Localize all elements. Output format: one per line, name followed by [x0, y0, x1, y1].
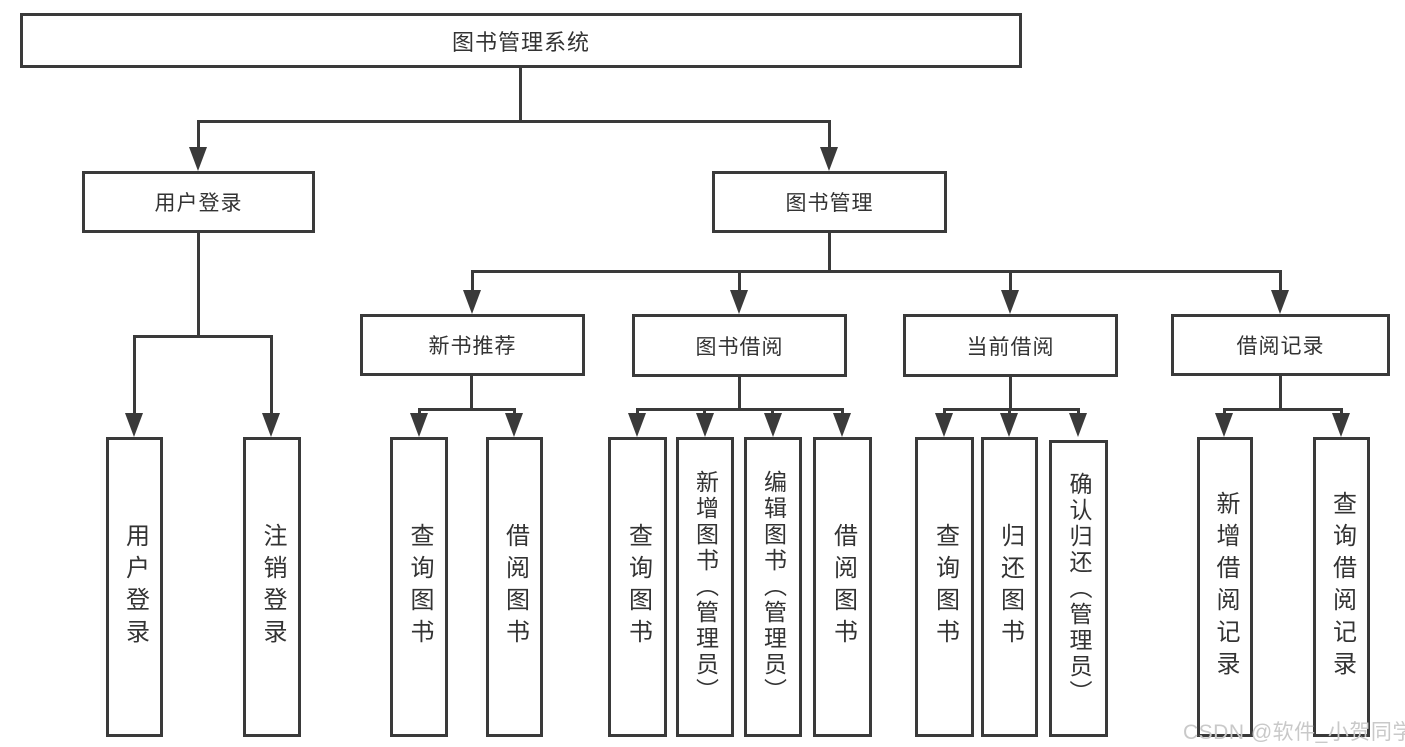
- arrowhead-icon: [628, 413, 646, 437]
- watermark: CSDN @软件_小贺同学: [1183, 721, 1405, 744]
- edge-current-drop-3: [1077, 408, 1080, 416]
- arrowhead-icon: [262, 413, 280, 437]
- edge-userlogin-stub: [197, 233, 200, 338]
- edge-record-drop-1: [1223, 408, 1226, 416]
- leaf-confirm-return-admin: 确认归还（管理员）: [1049, 440, 1108, 737]
- edge-bookmgmt-drop-1: [471, 270, 474, 292]
- edge-root-stub: [519, 68, 522, 123]
- arrowhead-icon: [833, 413, 851, 437]
- leaf-logout: 注销登录: [243, 437, 301, 737]
- arrowhead-icon: [696, 413, 714, 437]
- edge-record-stub: [1279, 376, 1282, 410]
- edge-current-drop-1: [943, 408, 946, 416]
- node-library-management-system: 图书管理系统: [20, 13, 1022, 68]
- leaf-return-book: 归还图书: [981, 437, 1038, 737]
- arrowhead-icon: [1001, 290, 1019, 314]
- arrowhead-icon: [1215, 413, 1233, 437]
- edge-root-rail: [197, 120, 831, 123]
- arrowhead-icon: [189, 147, 207, 171]
- leaf-query-book-current: 查询图书: [915, 437, 974, 737]
- edge-borrow-rail: [636, 408, 844, 411]
- arrowhead-icon: [463, 290, 481, 314]
- arrowhead-icon: [730, 290, 748, 314]
- edge-borrow-drop-2: [703, 408, 706, 416]
- node-user-login: 用户登录: [82, 171, 315, 233]
- arrowhead-icon: [764, 413, 782, 437]
- edge-userlogin-drop-2: [270, 335, 273, 415]
- edge-record-drop-2: [1340, 408, 1343, 416]
- edge-borrow-drop-4: [841, 408, 844, 416]
- node-book-borrow: 图书借阅: [632, 314, 847, 377]
- arrowhead-icon: [505, 413, 523, 437]
- edge-borrow-drop-1: [636, 408, 639, 416]
- edge-root-drop-right: [828, 120, 831, 150]
- leaf-borrow-book: 借阅图书: [813, 437, 872, 737]
- arrowhead-icon: [125, 413, 143, 437]
- node-current-borrow: 当前借阅: [903, 314, 1118, 377]
- arrowhead-icon: [1000, 413, 1018, 437]
- leaf-add-borrow-record: 新增借阅记录: [1197, 437, 1253, 737]
- edge-recommend-stub: [470, 376, 473, 410]
- node-new-book-recommend: 新书推荐: [360, 314, 585, 376]
- edge-borrow-stub: [738, 377, 741, 410]
- arrowhead-icon: [1271, 290, 1289, 314]
- edge-current-drop-2: [1008, 408, 1011, 416]
- edge-bookmgmt-stub: [828, 233, 831, 273]
- edge-record-rail: [1223, 408, 1343, 411]
- edge-current-stub: [1009, 377, 1012, 410]
- leaf-query-borrow-record: 查询借阅记录: [1313, 437, 1370, 737]
- edge-root-drop-left: [197, 120, 200, 150]
- edge-current-rail: [943, 408, 1080, 411]
- leaf-query-book-borrow: 查询图书: [608, 437, 667, 737]
- edge-userlogin-drop-1: [133, 335, 136, 415]
- edge-recommend-rail: [418, 408, 516, 411]
- arrowhead-icon: [1069, 413, 1087, 437]
- edge-recommend-drop-2: [513, 408, 516, 416]
- edge-bookmgmt-drop-3: [1009, 270, 1012, 292]
- leaf-user-login: 用户登录: [106, 437, 163, 737]
- leaf-borrow-book-recommend: 借阅图书: [486, 437, 543, 737]
- edge-bookmgmt-rail: [471, 270, 1282, 273]
- edge-recommend-drop-1: [418, 408, 421, 416]
- arrowhead-icon: [410, 413, 428, 437]
- node-borrow-record: 借阅记录: [1171, 314, 1390, 376]
- leaf-add-book-admin: 新增图书（管理员）: [676, 437, 734, 737]
- edge-bookmgmt-drop-4: [1279, 270, 1282, 292]
- edge-borrow-drop-3: [771, 408, 774, 416]
- arrowhead-icon: [820, 147, 838, 171]
- edge-bookmgmt-drop-2: [738, 270, 741, 292]
- leaf-query-book-recommend: 查询图书: [390, 437, 448, 737]
- node-book-management: 图书管理: [712, 171, 947, 233]
- arrowhead-icon: [935, 413, 953, 437]
- edge-userlogin-rail: [133, 335, 273, 338]
- leaf-edit-book-admin: 编辑图书（管理员）: [744, 437, 802, 737]
- arrowhead-icon: [1332, 413, 1350, 437]
